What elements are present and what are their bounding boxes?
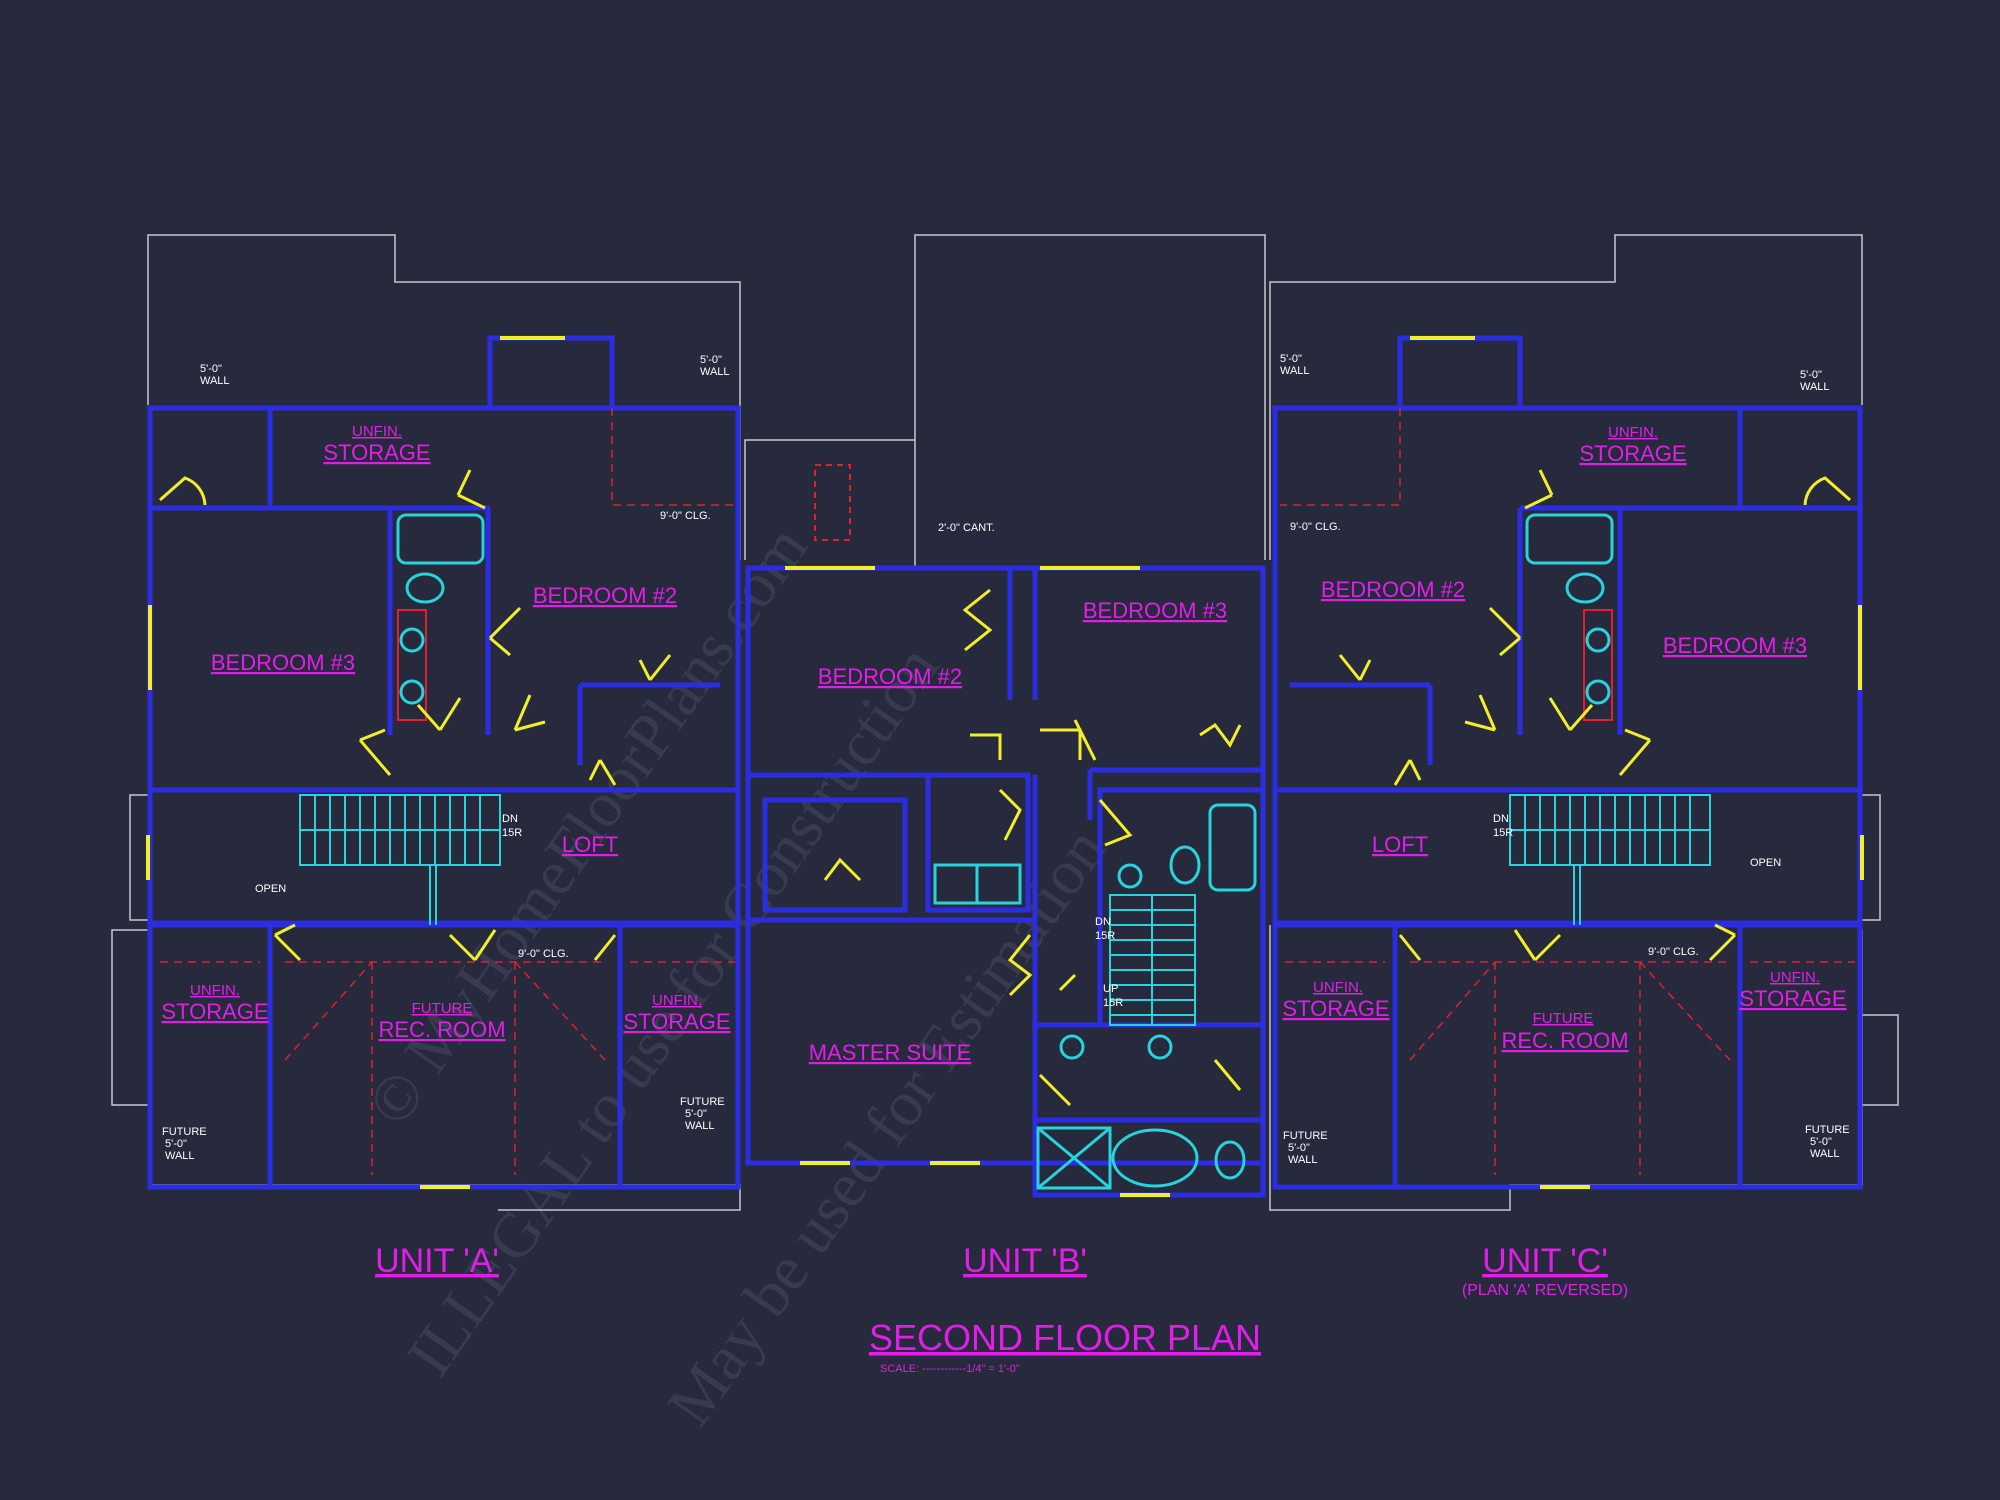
unit-a-bathtub [396,513,485,565]
c-store-left-label-2: STORAGE [1282,996,1389,1021]
note-b-cant: 2'-0" CANT. [938,522,995,534]
c-dn-note: DN [1493,813,1509,825]
a-bedroom-3-label: BEDROOM #3 [211,650,355,675]
note-a-clg-upper: 9'-0" CLG. [660,510,711,522]
c-rec-label-1: FUTURE [1533,1010,1594,1027]
plan-title: SECOND FLOOR PLAN [869,1317,1261,1358]
unit-a-label: UNIT 'A' [375,1242,499,1280]
unit-a-bed2-bay [487,335,615,408]
c-open-label: OPEN [1750,857,1781,869]
c-store-right-label-2: STORAGE [1739,986,1846,1011]
note-a-wall-right-2: WALL [700,366,730,378]
a-open-label: OPEN [255,883,286,895]
c-loft-label: LOFT [1372,832,1428,857]
a-storage-top-label-1: UNFIN. [352,423,402,440]
c-rec-label-2: REC. ROOM [1501,1028,1628,1053]
c-bedroom-3-label: BEDROOM #3 [1663,633,1807,658]
unit-a-plan [111,234,741,1211]
note-a-future-right-1: FUTURE [680,1096,725,1108]
a-storage-top-label-2: STORAGE [323,440,430,465]
unit-b-roof-outline [914,234,1266,570]
a-bedroom-2-label: BEDROOM #2 [533,583,677,608]
a-store-right-label-1: UNFIN. [652,992,702,1009]
c-store-right-label-1: UNFIN. [1770,969,1820,986]
c-storage-top-label-2: STORAGE [1579,441,1686,466]
note-c-clg-upper: 9'-0" CLG. [1290,521,1341,533]
a-store-left-label-1: UNFIN. [190,982,240,999]
unit-c-upper-walls [1272,405,1863,926]
note-c-future-right-2: 5'-0" [1810,1136,1832,1148]
a-loft-label: LOFT [562,832,618,857]
unit-c-roof-outline [1269,234,1863,560]
note-c-future-left-3: WALL [1288,1154,1318,1166]
note-a-future-left-2: 5'-0" [165,1138,187,1150]
unit-c-toilet [1565,572,1605,604]
unit-c-label: UNIT 'C' [1482,1242,1608,1280]
note-a-future-right-2: 5'-0" [685,1108,707,1120]
unit-c-bed2-bay [1397,335,1523,408]
b-up-15r-note: 15R [1103,997,1123,1009]
c-store-left-label-1: UNFIN. [1313,979,1363,996]
dimension-notes: 5'-0" WALL 5'-0" WALL 5'-0" WALL 5'-0" W… [162,353,1850,1166]
unit-c-bay-outline [1862,1014,1899,1106]
note-a-wall-left-2: WALL [200,375,230,387]
a-rec-label-1: FUTURE [412,1000,473,1017]
note-c-clg-lower: 9'-0" CLG. [1648,946,1699,958]
note-a-clg-lower: 9'-0" CLG. [518,948,569,960]
b-bedroom-3-label: BEDROOM #3 [1083,598,1227,623]
note-c-future-right-3: WALL [1810,1148,1840,1160]
b-master-suite-label: MASTER SUITE [809,1040,972,1065]
unit-c-loft-bay [1862,794,1881,921]
unit-b-porch-outline [744,439,915,560]
unit-a-toilet [405,572,445,604]
a-store-right-label-2: STORAGE [623,1009,730,1034]
note-c-future-right-1: FUTURE [1805,1124,1850,1136]
note-c-wall-left-1: 5'-0" [1280,353,1302,365]
b-dn-note: DN [1095,916,1111,928]
c-15r-note: 15R [1493,827,1513,839]
note-c-future-left-1: FUTURE [1283,1130,1328,1142]
unit-c-plan [1269,234,1899,1211]
scale-note: SCALE: ------------1/4" = 1'-0" [880,1363,1020,1375]
unit-c-lower-outline [1269,925,1863,1211]
unit-a-bay-outline [111,929,148,1106]
c-storage-top-label-1: UNFIN. [1608,424,1658,441]
unit-a-loft-bay [129,794,148,921]
c-bedroom-2-label: BEDROOM #2 [1321,577,1465,602]
note-a-future-left-1: FUTURE [162,1126,207,1138]
unit-labels: UNIT 'A' UNIT 'B' UNIT 'C' (PLAN 'A' REV… [375,1242,1628,1299]
unit-c-bathtub [1525,513,1614,565]
note-a-wall-right-1: 5'-0" [700,354,722,366]
a-dn-note: DN [502,813,518,825]
note-c-wall-right-1: 5'-0" [1800,369,1822,381]
note-c-wall-left-2: WALL [1280,365,1310,377]
note-a-wall-left-1: 5'-0" [200,363,222,375]
unit-c-sublabel: (PLAN 'A' REVERSED) [1462,1282,1628,1299]
unit-b-plan [744,234,1266,1198]
b-up-note: UP [1103,983,1118,995]
note-a-future-left-3: WALL [165,1150,195,1162]
a-store-left-label-2: STORAGE [161,999,268,1024]
b-bedroom-2-label: BEDROOM #2 [818,664,962,689]
unit-c-lower-walls [1272,922,1863,1190]
note-c-wall-right-2: WALL [1800,381,1830,393]
b-dn-15r-note: 15R [1095,930,1115,942]
unit-a-roof-outline [147,234,741,560]
a-rec-label-2: REC. ROOM [378,1017,505,1042]
room-labels: UNFIN. STORAGE BEDROOM #2 BEDROOM #3 LOF… [161,423,1846,1065]
a-15r-note: 15R [502,827,522,839]
note-c-future-left-2: 5'-0" [1288,1142,1310,1154]
note-a-future-right-3: WALL [685,1120,715,1132]
unit-b-label: UNIT 'B' [963,1242,1087,1280]
plan-title-block: SECOND FLOOR PLAN SCALE: ------------1/4… [869,1317,1261,1375]
